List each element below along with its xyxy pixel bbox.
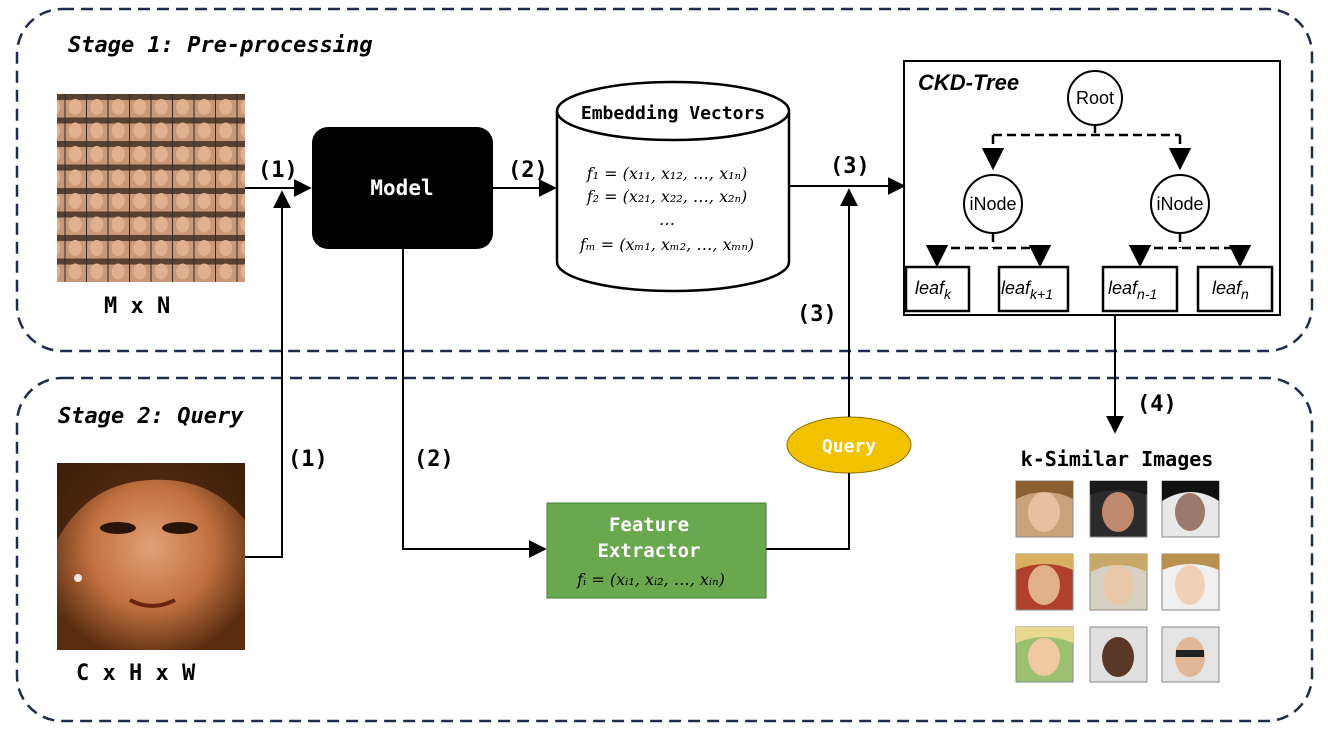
result-image xyxy=(1161,553,1220,611)
result-image xyxy=(1089,480,1148,538)
step-3-right: (3) xyxy=(797,302,837,327)
tree-inode-right-label: iNode xyxy=(1156,194,1203,214)
step-3-top: (3) xyxy=(830,154,870,179)
stage2-title: Stage 2: Query xyxy=(58,404,244,429)
svg-text:leafn-1: leafn-1 xyxy=(1108,278,1157,302)
result-image xyxy=(1089,626,1148,683)
tree-inode-right xyxy=(1150,174,1210,234)
result-image xyxy=(1015,626,1074,683)
tree-leaf-n-minus-1: leafn-1 xyxy=(1101,265,1179,313)
tree-root-label: Root xyxy=(1076,88,1114,108)
step-1-top: (1) xyxy=(258,158,298,183)
tree-leaf-k-plus-1: leafk+1 xyxy=(997,265,1070,313)
svg-text:leafn: leafn xyxy=(1212,278,1249,302)
tree-leaf-n: leafn xyxy=(1196,265,1274,313)
feature-extractor-box xyxy=(546,502,767,599)
face-dataset-image xyxy=(57,94,245,282)
formula-2: f₂ = (x₂₁, x₂₂, …, x₂ₙ) xyxy=(586,187,748,206)
query-dimension-label: C x H x W xyxy=(76,661,196,686)
connectors xyxy=(245,177,1124,558)
result-image xyxy=(1089,553,1148,611)
feature-extractor-label-1: Feature xyxy=(609,514,689,536)
model-box xyxy=(312,127,493,249)
result-image xyxy=(1161,626,1220,683)
feature-extractor-label-2: Extractor xyxy=(598,540,701,562)
feature-extractor-formula: fᵢ = (xᵢ₁, xᵢ₂, …, xᵢₙ) xyxy=(576,570,725,589)
similar-images-grid xyxy=(1015,480,1220,683)
formula-1: f₁ = (x₁₁, x₁₂, …, x₁ₙ) xyxy=(586,164,748,183)
result-image xyxy=(1161,480,1220,538)
step-2-top: (2) xyxy=(508,158,548,183)
results-title: k-Similar Images xyxy=(1021,447,1214,471)
tree-inode-left-label: iNode xyxy=(969,194,1016,214)
query-label: Query xyxy=(822,436,876,457)
result-image xyxy=(1015,480,1074,538)
step-1-bottom: (1) xyxy=(288,447,328,472)
tree-inode-left xyxy=(963,174,1023,234)
ckd-tree-title: CKD-Tree xyxy=(918,70,1019,95)
model-label: Model xyxy=(370,176,433,200)
tree-root-node xyxy=(1067,70,1123,126)
svg-text:leafk+1: leafk+1 xyxy=(1001,278,1053,302)
svg-text:leafk: leafk xyxy=(915,278,952,302)
result-image xyxy=(1015,553,1074,611)
query-face-image xyxy=(57,463,245,650)
step-4: (4) xyxy=(1137,392,1177,417)
embedding-database xyxy=(555,80,791,293)
tree-leaf-k: leafk xyxy=(904,265,971,313)
stage1-title: Stage 1: Pre-processing xyxy=(68,33,373,58)
dataset-dimension-label: M x N xyxy=(104,294,170,319)
formula-ellipsis: … xyxy=(659,210,675,229)
step-2-bottom: (2) xyxy=(414,447,454,472)
tree-edges xyxy=(925,124,1252,268)
database-title: Embedding Vectors xyxy=(581,103,765,124)
formula-m: fₘ = (xₘ₁, xₘ₂, …, xₘₙ) xyxy=(579,235,754,254)
